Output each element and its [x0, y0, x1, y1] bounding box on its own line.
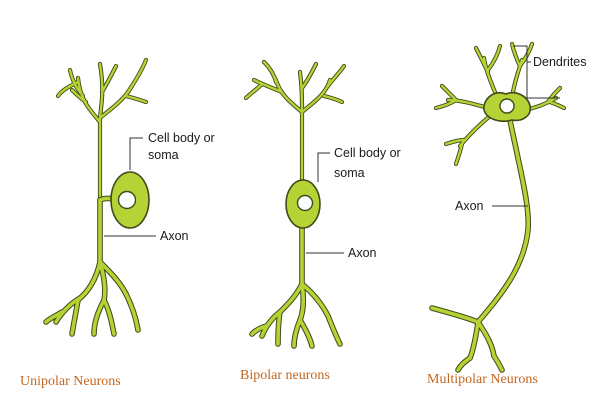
nerve-fiber: [252, 78, 284, 94]
nerve-fiber: [430, 306, 480, 324]
bipolar-cell-body-line2: soma: [334, 166, 365, 180]
nerve-fiber: [298, 70, 304, 114]
bipolar-top-dendrites: [243, 59, 347, 183]
unipolar-caption: Unipolar Neurons: [20, 374, 121, 389]
bipolar-axon-and-terminals: [249, 223, 343, 349]
nerve-fiber: [98, 260, 107, 302]
nerve-fiber: [56, 80, 80, 98]
nerve-fiber: [456, 356, 472, 372]
nerve-fiber: [298, 282, 306, 322]
unipolar-neuron: Cell body or soma Axon: [43, 57, 218, 337]
unipolar-cell-body-line2: soma: [148, 148, 179, 162]
nerve-fiber: [70, 88, 88, 104]
multipolar-nucleus: [499, 98, 515, 114]
nerve-fiber: [292, 318, 302, 348]
unipolar-top-dendrites: [55, 57, 149, 203]
nerve-fiber: [250, 324, 268, 336]
nerve-fiber: [510, 42, 522, 68]
nerve-fiber: [546, 86, 562, 104]
nerve-fiber: [326, 64, 346, 88]
unipolar-nucleus: [117, 190, 137, 210]
multipolar-axon-label: Axon: [455, 199, 484, 213]
nerve-fiber: [102, 298, 116, 336]
nerve-fiber: [76, 76, 102, 124]
nerve-fiber: [124, 292, 140, 332]
bipolar-nucleus: [296, 194, 314, 212]
nerve-fiber: [298, 318, 314, 348]
nerve-fiber: [276, 310, 282, 346]
nerve-fiber: [434, 98, 458, 110]
bipolar-caption: Bipolar neurons: [240, 368, 330, 383]
nerve-fiber: [322, 94, 344, 104]
unipolar-axon-label: Axon: [160, 229, 189, 243]
nerve-fiber: [262, 60, 278, 84]
nerve-fiber: [124, 94, 148, 104]
nerve-fiber: [492, 354, 504, 372]
bipolar-cell-body-label: Cell body or soma: [334, 146, 404, 180]
nerve-fiber: [278, 282, 304, 314]
nerve-fiber: [518, 42, 534, 68]
bipolar-soma-leader: [317, 152, 330, 182]
nerve-fiber: [486, 44, 502, 72]
nerve-fiber: [300, 62, 318, 90]
multipolar-caption: Multipolar Neurons: [427, 372, 538, 387]
unipolar-cell-body-line1: Cell body or: [148, 131, 215, 145]
multipolar-neuron: Dendrites Axon: [429, 41, 587, 373]
multipolar-dendrites-bracket: [513, 45, 560, 99]
nerve-fiber: [444, 138, 466, 146]
bipolar-cell-body-line1: Cell body or: [334, 146, 401, 160]
nerve-fiber: [70, 298, 80, 336]
nerve-fiber: [300, 282, 330, 318]
nerve-fiber: [44, 310, 64, 324]
unipolar-soma-leader: [129, 137, 143, 170]
nerve-fiber: [458, 114, 492, 148]
bipolar-neuron: Cell body or soma Axon: [243, 59, 404, 349]
unipolar-stem-and-bottom: [43, 195, 141, 337]
nerve-fiber: [244, 82, 264, 100]
nerve-fiber: [100, 64, 118, 94]
nerve-fiber: [274, 78, 304, 114]
nerve-fiber: [92, 298, 106, 336]
nerve-fiber: [468, 320, 480, 360]
nerve-fiber: [98, 62, 104, 120]
nerve-fiber: [326, 314, 342, 346]
nerve-fiber: [454, 142, 464, 166]
multipolar-dendrites-label: Dendrites: [533, 55, 587, 69]
nerve-fiber: [476, 118, 531, 324]
nerve-fiber: [98, 260, 128, 296]
nerve-fiber: [476, 320, 496, 358]
nerve-fiber: [126, 58, 148, 94]
unipolar-cell-body-label: Cell body or soma: [148, 131, 218, 162]
nerve-fiber: [548, 100, 566, 110]
multipolar-axon-and-terminals: [429, 117, 532, 373]
nerve-fiber: [440, 84, 458, 102]
bipolar-axon-label: Axon: [348, 246, 377, 260]
